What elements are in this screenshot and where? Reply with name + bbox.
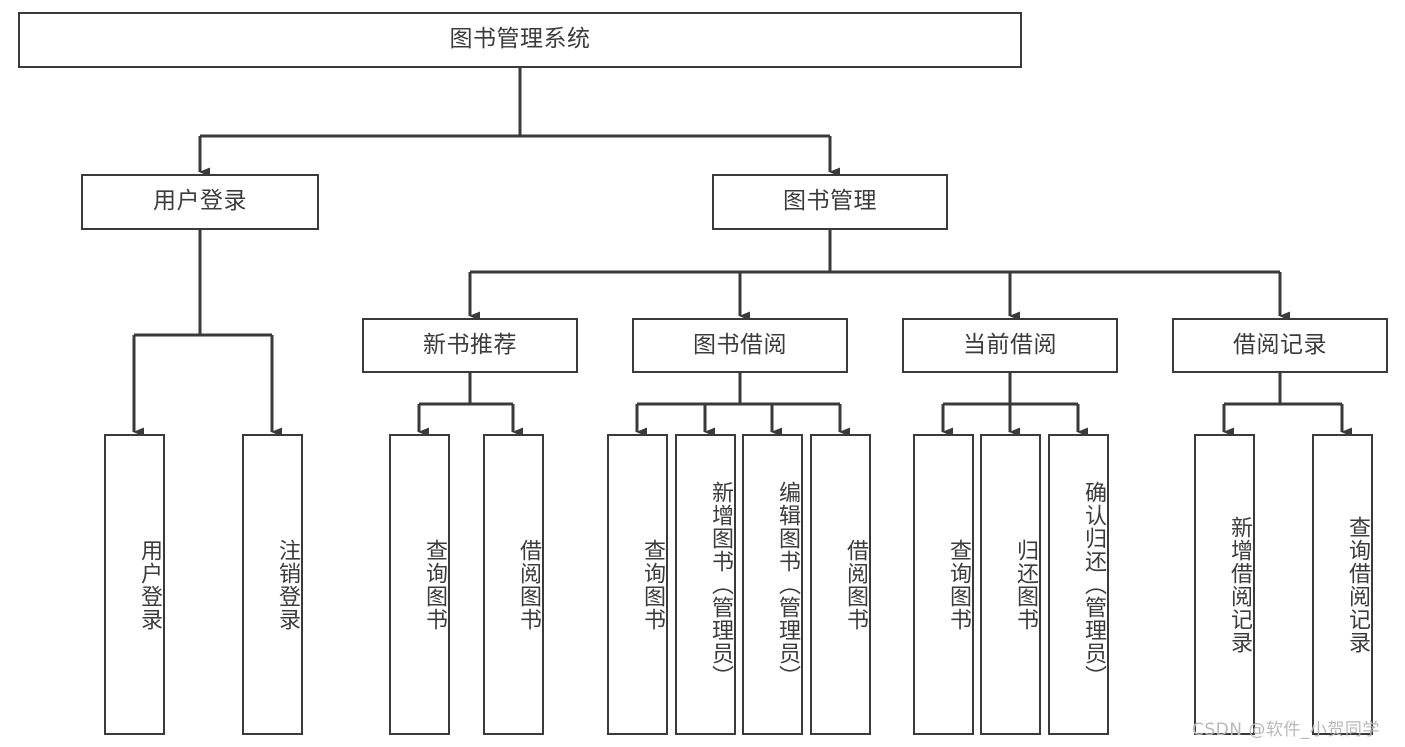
node-leaf-edit-book-label: 编辑图书（管理员） (775, 481, 800, 688)
node-new-book-recommend-label: 新书推荐 (423, 331, 517, 358)
node-leaf-add-book-label: 新增图书（管理员） (708, 481, 733, 688)
node-root-system[interactable]: 图书管理系统 (18, 12, 1022, 68)
csdn-watermark: CSDN @软件_小贺同学 (1192, 720, 1380, 740)
node-leaf-return-book[interactable]: 归还图书 (980, 434, 1041, 735)
node-leaf-user-logout[interactable]: 注销登录 (242, 434, 303, 735)
node-leaf-borrow-book-1[interactable]: 借阅图书 (483, 434, 544, 735)
node-leaf-confirm-return-label: 确认归还（管理员） (1081, 481, 1106, 688)
node-leaf-user-login[interactable]: 用户登录 (104, 434, 165, 735)
node-borrow-record-label: 借阅记录 (1233, 331, 1327, 358)
node-leaf-borrow-book-2-label: 借阅图书 (843, 538, 868, 631)
node-leaf-query-book-2[interactable]: 查询图书 (607, 434, 668, 735)
node-current-borrow-label: 当前借阅 (963, 331, 1057, 358)
node-leaf-user-login-label: 用户登录 (137, 538, 162, 631)
node-leaf-add-borrow-record[interactable]: 新增借阅记录 (1194, 434, 1255, 735)
node-root-label: 图书管理系统 (449, 26, 591, 53)
node-leaf-query-borrow-record-label: 查询借阅记录 (1345, 515, 1370, 654)
node-leaf-query-book-2-label: 查询图书 (640, 538, 665, 631)
node-book-borrow[interactable]: 图书借阅 (632, 318, 848, 373)
node-leaf-confirm-return[interactable]: 确认归还（管理员） (1048, 434, 1109, 735)
node-leaf-add-borrow-record-label: 新增借阅记录 (1227, 515, 1252, 654)
node-leaf-borrow-book-2[interactable]: 借阅图书 (810, 434, 871, 735)
node-leaf-borrow-book-1-label: 借阅图书 (516, 538, 541, 631)
node-borrow-record[interactable]: 借阅记录 (1172, 318, 1388, 373)
node-leaf-edit-book[interactable]: 编辑图书（管理员） (742, 434, 803, 735)
node-book-manage[interactable]: 图书管理 (712, 174, 948, 230)
node-leaf-query-book-3[interactable]: 查询图书 (913, 434, 974, 735)
node-leaf-return-book-label: 归还图书 (1013, 538, 1038, 631)
node-leaf-user-logout-label: 注销登录 (275, 538, 300, 631)
node-leaf-query-book-3-label: 查询图书 (946, 538, 971, 631)
node-current-borrow[interactable]: 当前借阅 (902, 318, 1118, 373)
node-leaf-query-book-1-label: 查询图书 (422, 538, 447, 631)
node-book-manage-label: 图书管理 (783, 188, 877, 215)
node-user-login-label: 用户登录 (153, 188, 247, 215)
node-leaf-query-borrow-record[interactable]: 查询借阅记录 (1312, 434, 1373, 735)
node-new-book-recommend[interactable]: 新书推荐 (362, 318, 578, 373)
node-book-borrow-label: 图书借阅 (693, 331, 787, 358)
node-leaf-add-book[interactable]: 新增图书（管理员） (675, 434, 736, 735)
node-user-login[interactable]: 用户登录 (81, 174, 319, 230)
node-leaf-query-book-1[interactable]: 查询图书 (389, 434, 450, 735)
